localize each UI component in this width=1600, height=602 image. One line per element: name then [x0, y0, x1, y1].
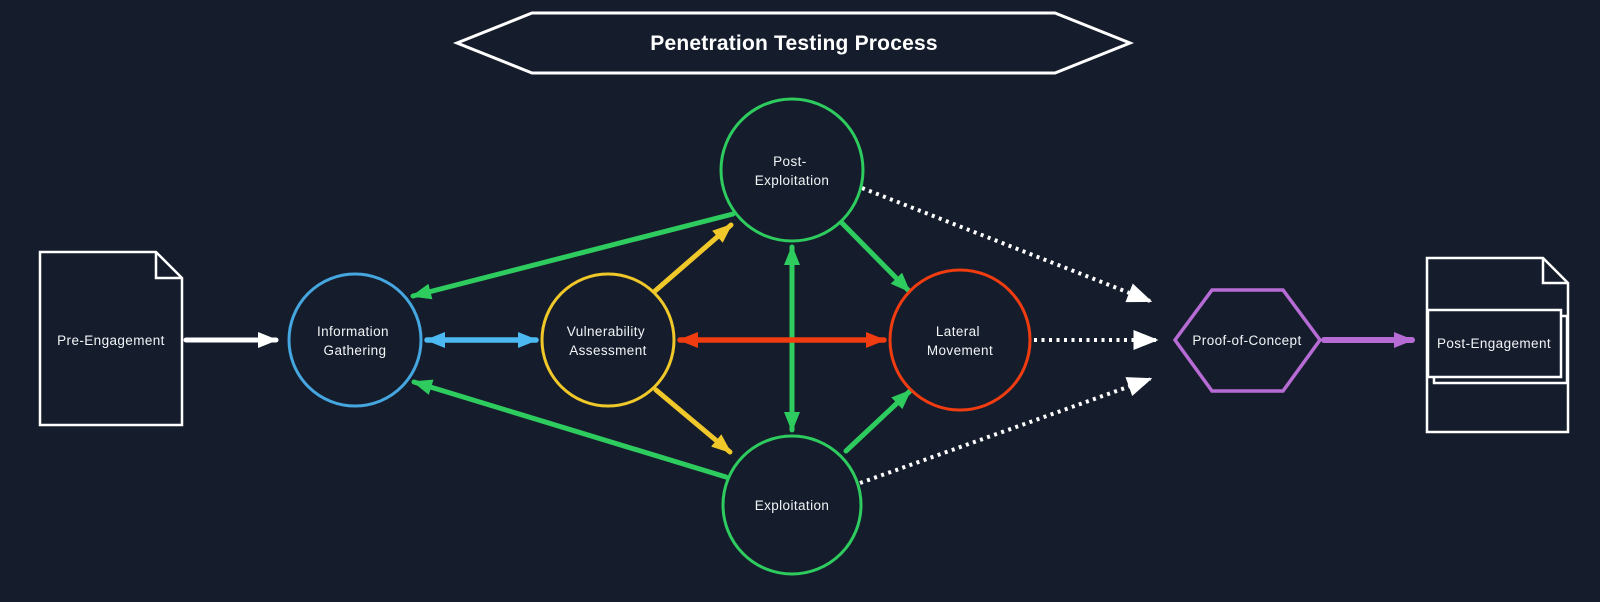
node-post-exploitation[interactable]: Post- Exploitation — [719, 97, 865, 243]
pre-engagement-document-fold — [154, 252, 182, 280]
information-gathering-shape — [287, 272, 423, 408]
node-pre-engagement[interactable]: Pre-Engagement — [38, 250, 184, 427]
lateral-movement-shape — [888, 268, 1032, 412]
connector-exploitation-to-proof-of-concept — [859, 377, 1153, 485]
proof-of-concept-label: Proof-of-Concept — [1192, 333, 1301, 348]
title-banner: Penetration Testing Process — [452, 11, 1135, 75]
vulnerability-assessment-label: Vulnerability Assessment — [567, 324, 649, 358]
lateral-movement-label: Lateral Movement — [927, 324, 993, 358]
proof-of-concept-shape — [1172, 288, 1323, 393]
node-proof-of-concept[interactable]: Proof-of-Concept — [1172, 288, 1323, 393]
post-exploitation-shape — [719, 97, 865, 243]
pre-engagement-label: Pre-Engagement — [57, 333, 165, 348]
node-lateral-movement[interactable]: Lateral Movement — [888, 268, 1032, 412]
exploitation-shape — [721, 434, 863, 576]
node-information-gathering[interactable]: Information Gathering — [287, 272, 423, 408]
vulnerability-assessment-shape — [540, 272, 676, 408]
connector-post-exploitation-to-proof-of-concept — [861, 186, 1153, 303]
connector-exploitation-to-lateral-movement — [843, 388, 913, 454]
title-banner-shape — [452, 11, 1135, 75]
information-gathering-label: Information Gathering — [317, 324, 393, 358]
node-exploitation[interactable]: Exploitation — [721, 434, 863, 576]
connector-post-exploitation-to-information-gathering — [410, 211, 736, 300]
post-engagement-label-box — [1426, 308, 1563, 379]
node-vulnerability-assessment[interactable]: Vulnerability Assessment — [540, 272, 676, 408]
connector-post-exploitation-to-lateral-movement — [838, 219, 912, 294]
pre-engagement-document-shape — [38, 250, 184, 427]
diagram-title: Penetration Testing Process — [650, 32, 937, 55]
node-post-engagement[interactable]: Post-Engagement — [1425, 256, 1570, 434]
post-exploitation-label: Post- Exploitation — [755, 154, 830, 188]
post-engagement-document-fold — [1541, 258, 1568, 285]
post-engagement-label: Post-Engagement — [1437, 336, 1551, 351]
connector-vulnerability-assessment-to-post-exploitation — [652, 222, 734, 294]
connectors — [183, 186, 1415, 485]
exploitation-label: Exploitation — [755, 498, 830, 513]
connector-vulnerability-assessment-to-exploitation — [653, 387, 733, 455]
connector-exploitation-to-information-gathering — [411, 379, 729, 480]
